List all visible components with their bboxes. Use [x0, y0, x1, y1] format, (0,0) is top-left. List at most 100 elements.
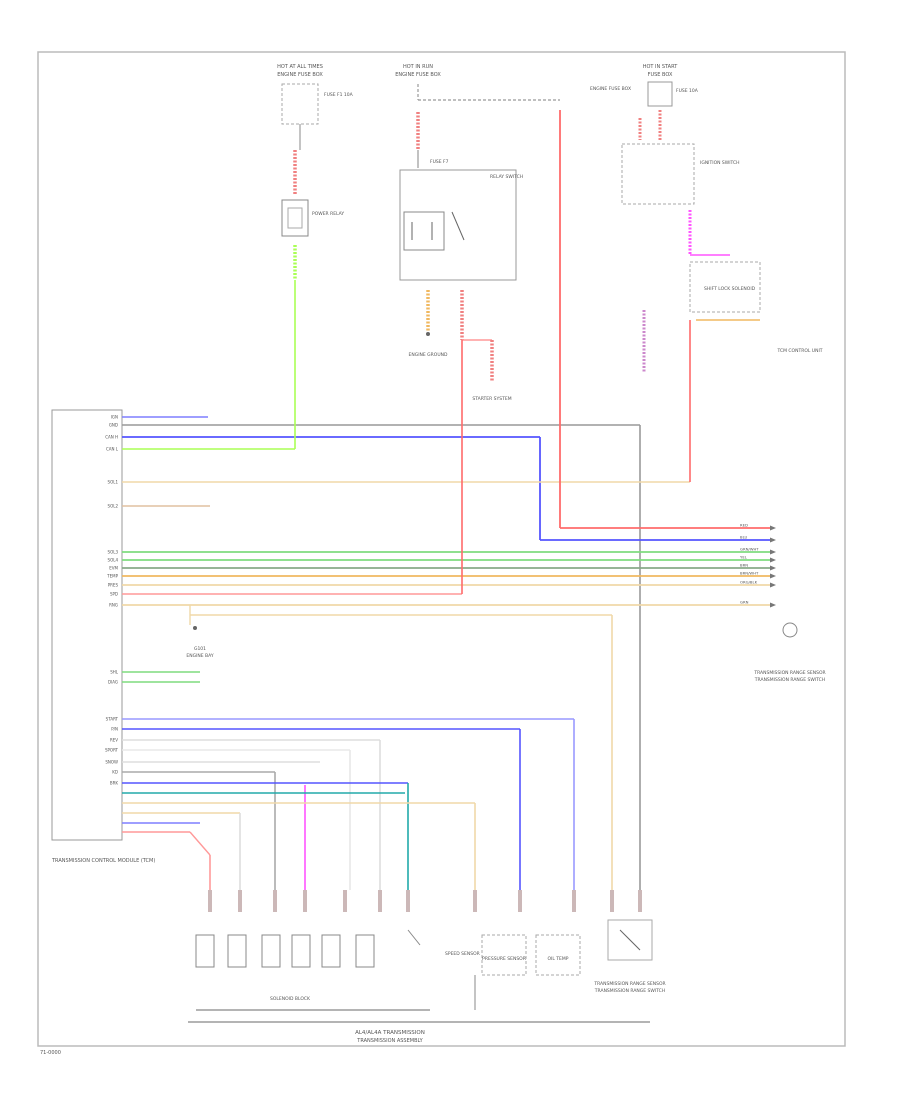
speed-sensor-symbol: [782, 622, 798, 638]
starter-label: STARTER SYSTEM: [472, 396, 511, 402]
connector-stub: [238, 890, 242, 912]
tcm-pin-label: SNOW: [105, 760, 118, 765]
terminal-wire-label: BLU: [740, 535, 748, 540]
terminal-arrow-icon: [770, 565, 776, 571]
connector-stub: [638, 890, 642, 912]
connector-stub: [473, 890, 477, 912]
connector-stub: [378, 890, 382, 912]
fuse-right-header: HOT IN START: [643, 64, 679, 70]
speed-sensor-label: SPEED SENSOR: [445, 951, 480, 957]
tcm-pin-label: PRES: [108, 583, 119, 588]
fuse-right-label: FUSE 10A: [676, 88, 699, 94]
shift-lock-label: SHIFT LOCK SOLENOID: [704, 286, 756, 292]
connector-stub: [610, 890, 614, 912]
tcm-pin-label: REV: [110, 738, 118, 743]
terminal-wire-label: BRN/WHT: [740, 571, 759, 576]
fuse-mid-group: HOT IN RUN ENGINE FUSE BOX FUSE F7 RELAY…: [395, 64, 631, 402]
trans-switch-right-desc: TRANSMISSION RANGE SWITCH: [754, 677, 825, 683]
tcm-pin-label: CAN L: [106, 447, 119, 452]
diagram-title: AL4/AL4A TRANSMISSION: [355, 1030, 425, 1036]
ground-mid-desc: ENGINE GROUND: [409, 352, 448, 358]
ground-mid-node: [426, 332, 430, 336]
tcm-pin-label: SOL3: [108, 550, 119, 555]
relay-left-box: [281, 199, 309, 237]
terminal-wire-label: GRN: [740, 600, 749, 605]
tcm-pin-label: SOL1: [108, 480, 119, 485]
connector-stub: [303, 890, 307, 912]
terminal-wire-label: ORG/BLK: [740, 580, 758, 585]
tcm-pin-label: KD: [112, 770, 118, 775]
connector-stub: [572, 890, 576, 912]
terminal-wire-label: BRN: [740, 563, 748, 568]
sensor-group: SPEED SENSOR PRESSURE SENSOR OIL TEMP TR…: [407, 919, 666, 1010]
tcm-pin-label: SPORT: [105, 748, 119, 753]
fuse-mid-right-label: ENGINE FUSE BOX: [590, 86, 631, 92]
diagram-subtitle: TRANSMISSION ASSEMBLY: [356, 1038, 423, 1044]
footer-code: 71-0000: [40, 1050, 61, 1056]
tcm-pin-label: SHL: [110, 670, 119, 675]
fuse-left-name: ENGINE FUSE BOX: [277, 72, 323, 78]
connector-stub: [273, 890, 277, 912]
fuse-left-group: HOT AT ALL TIMES ENGINE FUSE BOX FUSE F1…: [277, 64, 354, 280]
ignition-switch-label: IGNITION SWITCH: [700, 160, 740, 166]
solenoid-stubs: [208, 890, 642, 912]
tcm-pin-label: DIAG: [108, 680, 118, 685]
pressure-sensor-label: PRESSURE SENSOR: [482, 956, 526, 962]
oil-temp-label: OIL TEMP: [548, 956, 569, 962]
connector-stub: [208, 890, 212, 912]
connector-stub: [518, 890, 522, 912]
tcm-pin-label: IGN: [111, 415, 118, 420]
fuse-mid-header: HOT IN RUN: [403, 64, 433, 70]
solenoid-block: SOLENOID BLOCK: [188, 934, 650, 1023]
fuse-left-label: FUSE F1 10A: [324, 92, 354, 98]
terminal-arrow-icon: [770, 557, 776, 563]
ignition-switch-box: [621, 143, 695, 205]
tcm-pin-label: SOL2: [108, 504, 119, 509]
tcm-pin-label: SOL4: [108, 558, 119, 563]
ground-left: G101: [194, 646, 206, 652]
fuse-mid-label: FUSE F7: [430, 159, 449, 165]
terminal-arrow-icon: [770, 582, 776, 588]
fuse-right-box: [647, 81, 673, 107]
connector-stub: [343, 890, 347, 912]
shift-lock-box: [689, 261, 761, 313]
tcm-pin-label: START: [106, 717, 119, 722]
fuse-left-header: HOT AT ALL TIMES: [277, 64, 323, 70]
tcm-pin-label: BRK: [110, 781, 119, 786]
trans-switch-right-label: TRANSMISSION RANGE SENSOR: [753, 670, 825, 676]
trans-switch-desc: TRANSMISSION RANGE SWITCH: [594, 988, 665, 994]
terminal-wire-label: YEL: [740, 555, 748, 560]
terminal-arrow-icon: [770, 573, 776, 579]
relay-mid-label: RELAY SWITCH: [490, 174, 523, 180]
tcm-pin-label: RNG: [109, 603, 118, 608]
tcm-pin-label: GND: [109, 423, 118, 428]
ignition-group: HOT IN START FUSE BOX FUSE 10A IGNITION …: [621, 64, 823, 372]
terminal-arrow-icon: [770, 602, 776, 608]
fuse-right-name: FUSE BOX: [648, 72, 673, 78]
solenoid-block-label: SOLENOID BLOCK: [270, 996, 311, 1002]
trans-switch-label: TRANSMISSION RANGE SENSOR: [593, 981, 665, 987]
right-terminals: RED BLU GRN/WHT YEL BRN BRN/WHT ORG/BLK GRN: [740, 523, 776, 608]
tcm-pin-label: CAN H: [105, 435, 118, 440]
fuse-mid-name: ENGINE FUSE BOX: [395, 72, 441, 78]
terminal-wire-label: GRN/WHT: [740, 547, 759, 552]
connector-stub: [406, 890, 410, 912]
tcm-pin-label: EVM: [109, 566, 118, 571]
terminal-arrow-icon: [770, 537, 776, 543]
ground-left-desc: ENGINE BAY: [186, 653, 213, 659]
terminal-wire-label: RED: [740, 523, 748, 528]
tcm-pin-label: TEMP: [106, 574, 118, 579]
tcm-pin-label: P/N: [111, 727, 118, 732]
tcm-ref-label: TCM CONTROL UNIT: [776, 348, 822, 354]
relay-mid-box: [399, 169, 517, 281]
tcm-label: TRANSMISSION CONTROL MODULE (TCM): [51, 858, 155, 864]
diagram-frame: [37, 51, 846, 1047]
tcm-pin-label: SPD: [110, 592, 118, 597]
terminal-arrow-icon: [770, 549, 776, 555]
terminal-arrow-icon: [770, 525, 776, 531]
fuse-left-box: [281, 83, 319, 125]
relay-left-label: POWER RELAY: [312, 211, 344, 217]
tcm-block: [51, 409, 123, 841]
